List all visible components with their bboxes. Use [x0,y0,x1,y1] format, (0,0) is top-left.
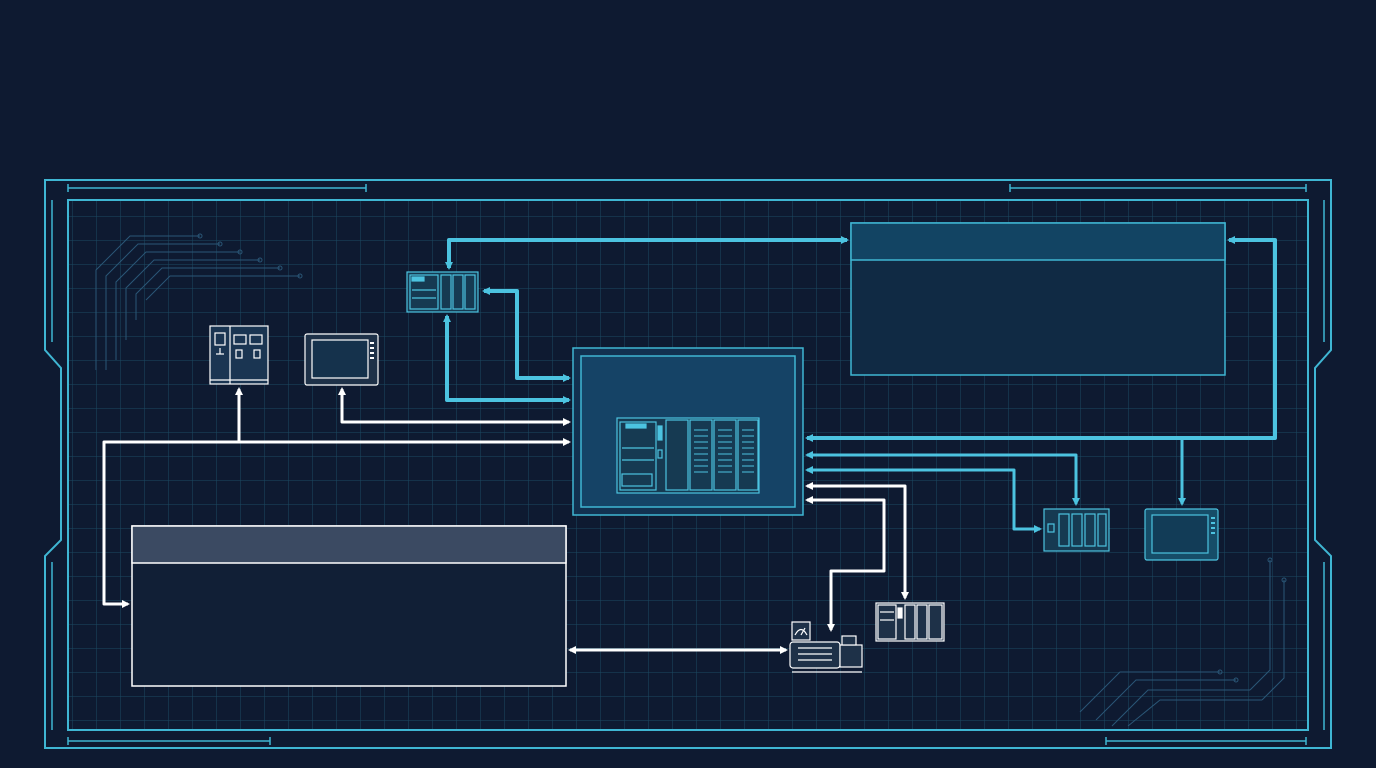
link-top-io-to-info-panel [445,236,849,270]
info-panel-bottom-left [131,525,567,687]
outer-frame [44,179,1332,749]
info-panel-top-right [850,222,1226,376]
link-controller-to-motor [805,496,886,632]
cabinet-icon [209,325,269,385]
motor-icon [789,621,863,673]
plc-rack-icon [616,417,760,494]
link-controller-to-remote-io [805,451,1080,506]
link-controller-to-remote-io-side [805,466,1042,533]
top-io-module[interactable] [406,271,479,313]
cyan-thin-connections [805,440,1186,533]
io-module-icon [406,271,479,313]
drive-module[interactable] [875,602,945,642]
link-hmi-left-to-controller [338,387,571,426]
white-connections [102,387,909,654]
power-cabinet[interactable] [209,325,269,385]
remote-io-rack[interactable] [1043,508,1110,552]
hmi-icon [304,333,379,386]
link-info-panel-to-controller [805,236,1277,442]
hmi-panel-left[interactable] [304,333,379,386]
link-bus-to-controller [102,438,571,600]
central-plc-controller[interactable] [572,347,804,516]
circuit-traces-decoration [95,233,1287,727]
link-controller-to-drive [805,482,909,600]
hmi-panel-right[interactable] [1144,508,1219,561]
frame-accents [51,184,1325,745]
plc-rack-icon [875,602,945,642]
link-bus-to-info-panel-bottom [102,590,130,608]
hmi-icon [1144,508,1219,561]
motor-pump[interactable] [789,621,863,673]
io-module-icon [1043,508,1110,552]
